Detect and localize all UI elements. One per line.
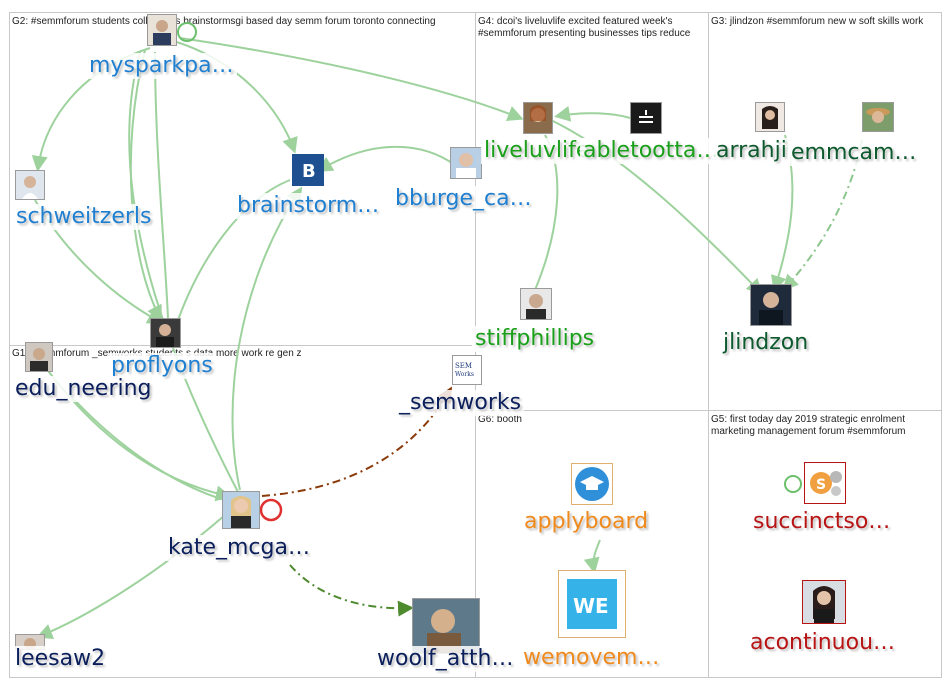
avatar-mysparkpa[interactable] — [147, 14, 177, 46]
label-emmcam[interactable]: emmcam… — [788, 140, 919, 166]
label-schweitzerls[interactable]: schweitzerls — [13, 204, 154, 230]
label-succinctso[interactable]: succinctso… — [750, 509, 893, 535]
avatar-proflyons[interactable] — [150, 318, 181, 348]
edge-kate-leesaw2 — [40, 515, 225, 636]
edge-applyboard-wemovem — [593, 540, 600, 570]
avatar-bburge[interactable] — [450, 147, 482, 179]
label-acontinuou[interactable]: acontinuou… — [747, 630, 898, 656]
avatar-edu_neering[interactable] — [25, 342, 53, 372]
svg-text:WE: WE — [573, 594, 609, 618]
label-kate_mcga[interactable]: kate_mcga… — [165, 535, 313, 561]
label-liveluvlife[interactable]: liveluvlife — [481, 138, 592, 164]
avatar-kate_mcga[interactable] — [222, 491, 260, 529]
avatar-jlindzon[interactable] — [750, 284, 792, 326]
avatar-emmcam[interactable] — [862, 102, 894, 132]
label-woolf_atth[interactable]: woolf_atth… — [374, 646, 516, 672]
label-wemovem[interactable]: wemovem… — [520, 645, 662, 671]
edge-mysparkpa-proflyons-2 — [155, 52, 168, 318]
avatar-abletootta[interactable] — [630, 102, 662, 134]
avatar-liveluvlife[interactable] — [523, 102, 553, 134]
self-loop-succinctso — [785, 476, 801, 492]
edge-kate-woolf — [290, 565, 410, 608]
avatar-schweitzerls[interactable] — [15, 170, 45, 200]
avatar-applyboard[interactable] — [571, 463, 613, 505]
label-leesaw2[interactable]: leesaw2 — [12, 646, 108, 672]
label-stiffphillips[interactable]: stiffphillips — [472, 326, 597, 352]
avatar-wemovem[interactable]: WE — [558, 570, 626, 638]
self-loop-kate — [261, 500, 281, 520]
label-applyboard[interactable]: applyboard — [521, 509, 651, 535]
label-mysparkpa[interactable]: mysparkpa… — [86, 53, 237, 79]
svg-text:Works: Works — [455, 371, 474, 378]
avatar-brainstorm[interactable]: B — [292, 154, 324, 186]
label-jlindzon[interactable]: jlindzon — [720, 330, 811, 356]
avatar-acontinuou[interactable] — [802, 580, 846, 624]
label-edu_neering[interactable]: edu_neering — [12, 376, 155, 402]
avatar-succinctso[interactable]: S — [804, 462, 846, 504]
edge-kate-brainstorm — [233, 190, 301, 490]
edge-mysparkpa-kate — [129, 52, 238, 492]
edge-abletootta-liveluvlife — [558, 113, 630, 118]
svg-text:B: B — [302, 161, 316, 182]
label-brainstorm[interactable]: brainstorm… — [234, 193, 382, 219]
edge-edu-kate-2 — [70, 395, 225, 500]
svg-text:SEM: SEM — [455, 362, 472, 370]
avatar-stiffphillips[interactable] — [520, 288, 552, 320]
avatar-arrahji[interactable] — [755, 102, 785, 132]
svg-text:S: S — [816, 477, 826, 493]
label-abletootta[interactable]: abletootta… — [580, 138, 721, 164]
label-arrahji[interactable]: arrahji — [713, 138, 790, 164]
label-bburge[interactable]: bburge_ca… — [392, 186, 535, 212]
label-semworks[interactable]: _semworks — [396, 390, 524, 416]
edge-bburge-brainstorm — [320, 147, 455, 170]
